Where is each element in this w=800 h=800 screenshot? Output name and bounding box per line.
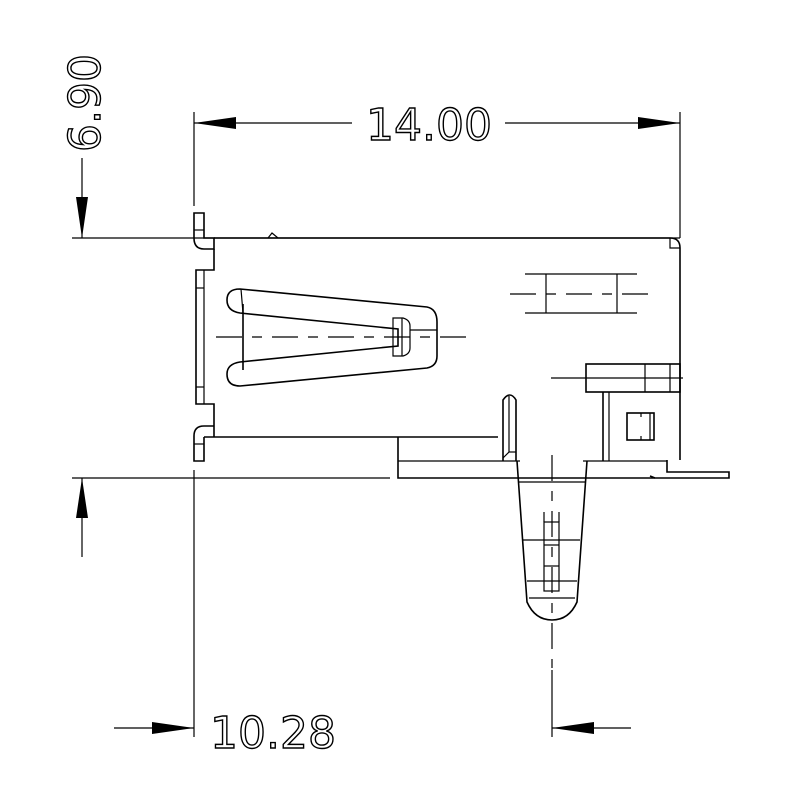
side-block (551, 363, 683, 461)
connector-body (193, 212, 730, 479)
slot-feature (510, 273, 657, 314)
latch-spring (216, 288, 473, 387)
small-post (502, 394, 517, 461)
dimension-offset-10-28: 10.28 (114, 470, 631, 760)
dim-label-10-28: 10.28 (210, 708, 336, 759)
dimension-width-14: 14.00 (193, 99, 681, 238)
dim-label-14: 14.00 (366, 100, 492, 151)
board-lock-pin (516, 455, 588, 668)
dim-label-6-90: 6.90 (60, 54, 111, 152)
